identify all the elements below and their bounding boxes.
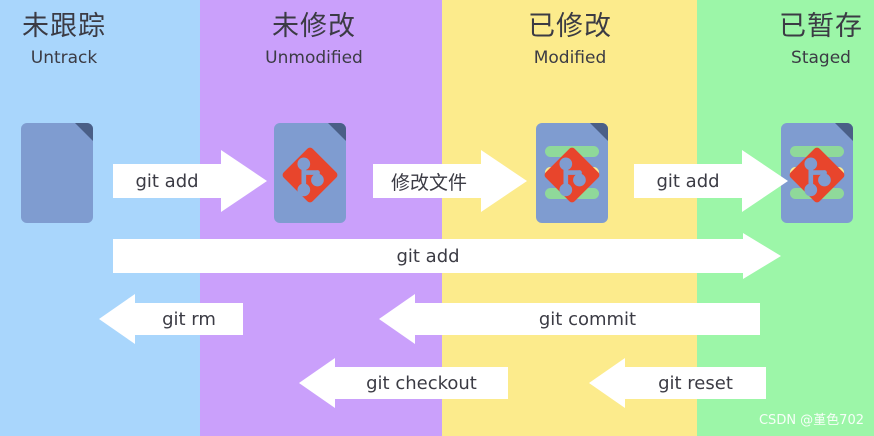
arrow-git-add-untracked-to-unmodified: git add <box>113 150 267 212</box>
header-staged-cn: 已暂存 <box>779 11 863 42</box>
git-logo-icon <box>282 147 338 203</box>
header-modified: 已修改 Modified <box>442 8 698 70</box>
arrow-label-git-commit: git commit <box>538 308 637 330</box>
arrow-git-rm: git rm <box>99 294 243 344</box>
header-untracked-en: Untrack <box>30 48 98 68</box>
arrow-git-checkout: git checkout <box>299 358 508 408</box>
arrow-label-git-rm: git rm <box>162 308 216 330</box>
git-logo-icon <box>789 147 845 203</box>
file-corner-fold <box>590 123 608 141</box>
arrow-label-modify-file: 修改文件 <box>390 171 467 194</box>
header-modified-en: Modified <box>533 48 607 68</box>
arrow-label-git-reset: git reset <box>658 372 733 394</box>
header-modified-cn: 已修改 <box>528 11 612 42</box>
git-file-icon <box>274 123 346 223</box>
file-corner-fold <box>75 123 93 141</box>
arrow-git-add-modified-to-staged: git add <box>634 150 788 212</box>
git-logo-icon <box>544 147 600 203</box>
arrow-git-commit: git commit <box>379 294 760 344</box>
header-untracked: 未跟踪 Untrack <box>0 8 128 70</box>
header-unmodified: 未修改 Unmodified <box>200 8 428 70</box>
arrow-label-git-add-2: git add <box>656 170 720 192</box>
git-file-modified-icon <box>536 123 608 223</box>
arrow-label-git-add-full: git add <box>396 245 460 267</box>
header-staged-en: Staged <box>791 48 851 68</box>
file-corner-fold <box>835 123 853 141</box>
arrow-label-git-checkout: git checkout <box>366 372 477 394</box>
arrow-modify-file: 修改文件 <box>373 150 527 212</box>
header-staged: 已暂存 Staged <box>697 8 874 70</box>
watermark: CSDN @堇色702 <box>758 413 864 428</box>
blank-file-icon <box>21 123 93 223</box>
arrow-git-add-full-span: git add <box>113 233 781 279</box>
header-unmodified-cn: 未修改 <box>272 11 356 42</box>
arrow-label-git-add-1: git add <box>135 170 199 192</box>
header-untracked-cn: 未跟踪 <box>22 11 106 42</box>
git-file-staged-icon <box>781 123 853 223</box>
arrow-git-reset: git reset <box>589 358 766 408</box>
header-unmodified-en: Unmodified <box>265 48 363 68</box>
file-corner-fold <box>328 123 346 141</box>
